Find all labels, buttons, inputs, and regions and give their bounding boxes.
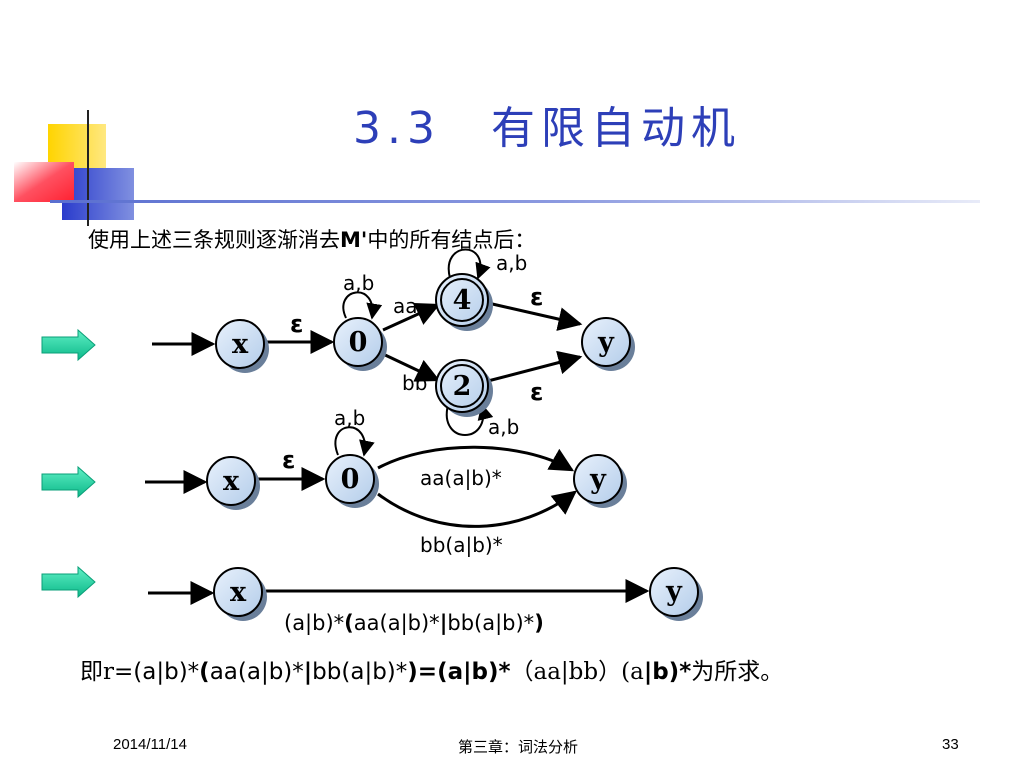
svg-text:0: 0	[341, 464, 360, 495]
result-paren-open: (	[199, 659, 210, 685]
eps-x0-2: ε	[282, 446, 295, 474]
svg-text:y: y	[589, 464, 607, 495]
step-arrow-2	[41, 465, 96, 499]
edge-0-y-upper	[377, 445, 575, 472]
result-bar: |	[303, 659, 313, 685]
deco-red-block	[14, 162, 74, 202]
node-y-2: y	[573, 454, 627, 508]
svg-text:x: x	[223, 466, 240, 497]
result-suffix: 为所求。	[691, 659, 784, 685]
edge-0-y-lower	[377, 490, 577, 528]
loop0-label-2: a,b	[334, 406, 365, 430]
slide-title: 3.3 有限自动机	[353, 103, 741, 154]
loop0-label-1: a,b	[343, 271, 374, 295]
result-bold-part: (a|b)*	[437, 659, 511, 685]
result-part1: (a|b)*	[133, 659, 200, 685]
edge-2-y	[487, 350, 583, 383]
diagram-1: ε a,b aa bb a,b a,b ε ε x 0	[41, 248, 635, 439]
intro-suffix: 中的所有结点后：	[367, 228, 536, 252]
result-prefix: 即r=	[80, 659, 134, 685]
node-0-2: 0	[325, 454, 379, 508]
result-bold-end: |b)*	[643, 659, 692, 685]
loop-2	[445, 403, 494, 436]
intro-bold-m: M'	[340, 228, 368, 252]
edge-4-y	[487, 301, 583, 331]
svg-text:2: 2	[453, 371, 472, 402]
svg-text:4: 4	[453, 285, 472, 316]
node-y-1: y	[581, 317, 635, 371]
bb-label: bb	[402, 371, 427, 395]
result-line: 即r=(a|b)*(aa(a|b)*|bb(a|b)*)=(a|b)*（aa|b…	[80, 652, 783, 686]
title-underline	[50, 200, 980, 203]
step-arrow-3	[41, 565, 96, 599]
step-arrow-1	[41, 328, 96, 362]
loop-0-2	[334, 426, 375, 457]
node-x-2: x	[206, 456, 260, 510]
intro-prefix: 使用上述三条规则逐渐消去	[88, 228, 340, 252]
footer-page-number: 33	[942, 736, 959, 753]
loop4-label: a,b	[496, 251, 527, 275]
loop-4	[447, 248, 491, 280]
edge-0-2	[382, 352, 441, 382]
node-x-3: x	[213, 567, 267, 621]
svg-text:y: y	[597, 327, 615, 358]
intro-text: 使用上述三条规则逐渐消去M'中的所有结点后：	[88, 224, 535, 254]
loop-0-1	[342, 291, 383, 320]
eps-2y: ε	[530, 378, 543, 406]
lower-label: bb(a|b)*	[420, 533, 503, 557]
result-serif-part: （aa|bb）(a	[510, 659, 644, 685]
node-x-1: x	[215, 319, 269, 373]
loop2-label: a,b	[488, 415, 519, 439]
result-part3: bb(a|b)*	[312, 659, 408, 685]
svg-text:x: x	[232, 329, 249, 360]
result-paren-close-eq: )=	[407, 659, 438, 685]
eps-x0-1: ε	[290, 310, 303, 338]
node-2: 2	[435, 359, 493, 417]
svg-text:x: x	[230, 577, 247, 608]
node-y-3: y	[649, 567, 703, 621]
footer-chapter: 第三章：词法分析	[458, 738, 579, 756]
diagram-3: (a|b)*(aa(a|b)*|bb(a|b)*) x y	[41, 565, 703, 636]
upper-label: aa(a|b)*	[420, 466, 502, 490]
svg-text:0: 0	[349, 327, 368, 358]
edge-0-4	[382, 303, 441, 332]
eps-4y: ε	[530, 283, 543, 311]
footer-date: 2014/11/14	[113, 736, 187, 753]
svg-text:y: y	[665, 576, 683, 607]
diagram-2: ε a,b aa(a|b)* bb(a|b)* x 0 y	[41, 406, 627, 557]
result-part2: aa(a|b)*	[209, 659, 304, 685]
aa-label: aa	[393, 294, 418, 318]
node-0-1: 0	[333, 317, 387, 371]
node-4: 4	[435, 273, 493, 331]
expr-label-3: (a|b)*(aa(a|b)*|bb(a|b)*)	[284, 611, 544, 636]
